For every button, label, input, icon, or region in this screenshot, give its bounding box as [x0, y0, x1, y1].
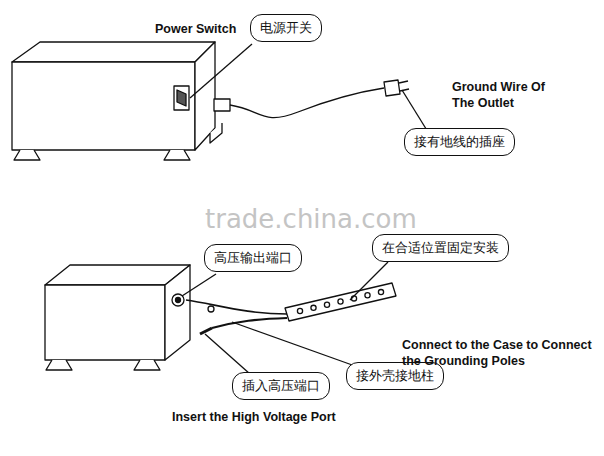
callout-text: 插入高压端口: [242, 378, 320, 394]
callout-bubble: 高压输出端口: [204, 244, 302, 272]
callout-text: 接有地线的插座: [414, 134, 505, 150]
generator-unit: [45, 265, 190, 370]
callout-bubble: 在合适位置固定安装: [372, 234, 509, 262]
english-label: Ground Wire Of The Outlet: [452, 80, 562, 111]
leader-line: [205, 334, 250, 374]
english-label: Insert the High Voltage Port: [172, 410, 336, 426]
power-switch: [174, 86, 189, 110]
leader-line: [350, 262, 388, 300]
callout-text: 高压输出端口: [214, 250, 292, 266]
electrode-bar: [285, 283, 396, 321]
callout-text: 在合适位置固定安装: [382, 240, 499, 256]
english-label: Connect to the Case to Connect the Groun…: [402, 338, 600, 369]
callout-text: 接外壳接地柱: [356, 368, 434, 384]
power-cord: [214, 80, 409, 118]
english-label: Power Switch: [155, 22, 236, 38]
callout-bubble: 插入高压端口: [232, 372, 330, 400]
callout-bubble: 接有地线的插座: [404, 128, 515, 156]
leader-line: [190, 44, 252, 98]
wires: [186, 300, 287, 334]
watermark: trade.china.com: [205, 203, 417, 236]
leader-line: [402, 90, 428, 132]
leader-line: [232, 322, 355, 366]
leader-line: [182, 274, 216, 296]
callout-bubble: 电源开关: [250, 14, 322, 42]
power-unit: [12, 42, 222, 160]
callout-text: 电源开关: [260, 20, 312, 36]
